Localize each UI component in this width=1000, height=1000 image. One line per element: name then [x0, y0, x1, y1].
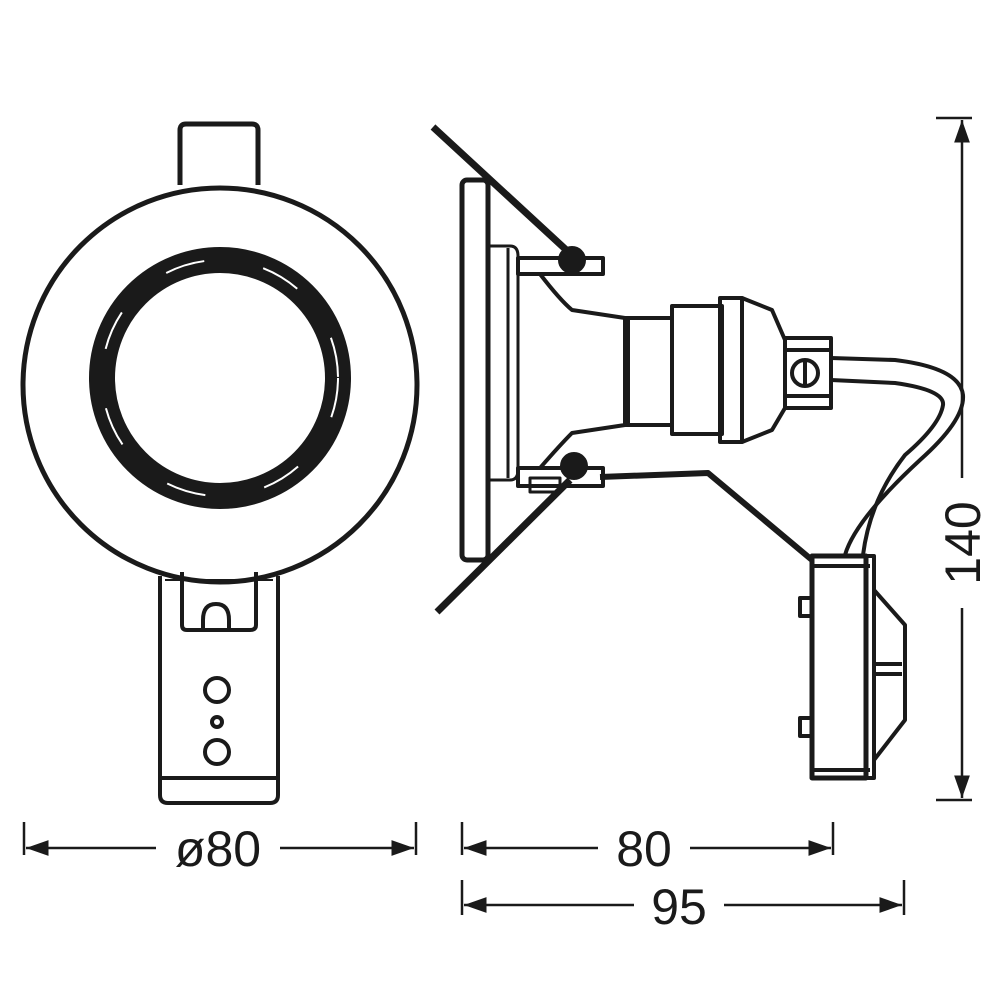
terminal-screw-icon	[790, 358, 820, 388]
clip-bracket-bottom	[516, 452, 605, 494]
top-tab	[177, 121, 261, 185]
dim-front-diameter: ø80	[175, 821, 261, 877]
side-view	[430, 124, 966, 781]
bracket-hole-bottom	[203, 738, 231, 766]
supply-cable	[830, 356, 966, 556]
dimension-lines	[22, 116, 972, 915]
bracket-hole-small	[210, 715, 224, 729]
lamp-holder	[670, 296, 787, 444]
front-view	[20, 121, 420, 805]
mounting-bracket	[158, 572, 280, 805]
bracket-hole-top	[203, 676, 231, 704]
bezel-flange	[459, 177, 491, 563]
dim-side-total-depth: 95	[651, 879, 707, 935]
outer-bezel-ring	[20, 185, 420, 585]
dim-side-depth: 80	[616, 821, 672, 877]
dim-total-height: 140	[935, 501, 991, 584]
driver-box	[798, 553, 907, 781]
housing-body	[518, 272, 627, 470]
spring-clip-bottom	[434, 477, 573, 615]
lamp-ring	[89, 247, 351, 509]
terminal-block	[783, 336, 833, 410]
spring-clip-top	[430, 124, 578, 261]
clip-bracket-top	[516, 246, 605, 276]
